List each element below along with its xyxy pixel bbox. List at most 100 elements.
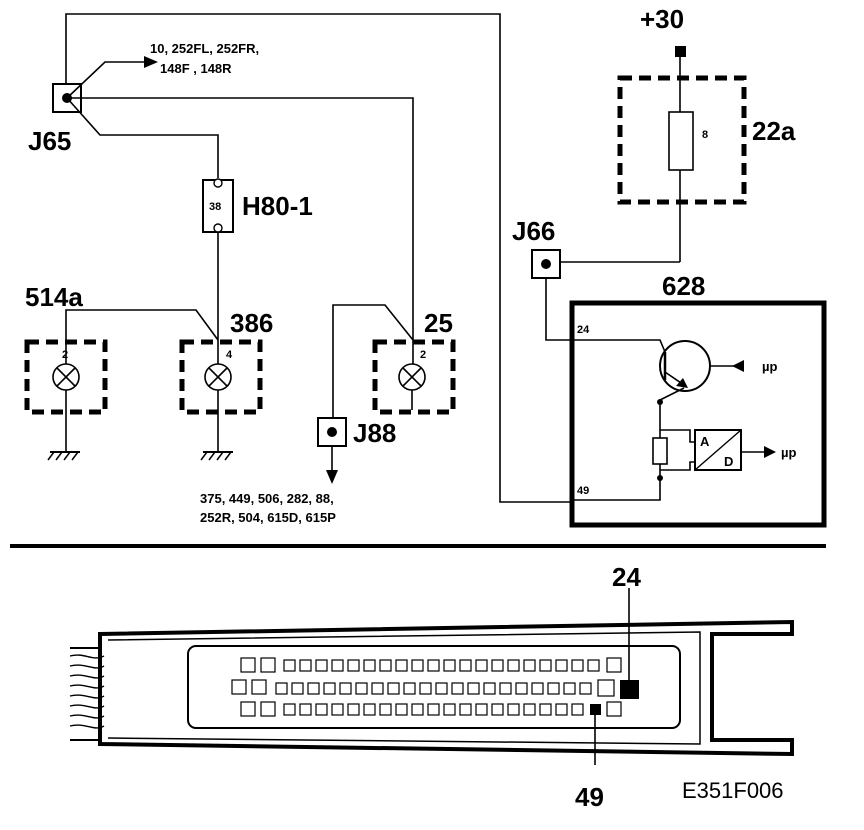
connector-pin — [606, 657, 622, 673]
connector-pin — [411, 703, 424, 716]
resistor-icon — [652, 437, 668, 465]
connector-pin — [475, 703, 488, 716]
connector-pin — [299, 659, 312, 672]
ground-icon — [47, 451, 80, 461]
connector-pin — [403, 682, 416, 695]
lamp-25-label: 25 — [424, 308, 453, 338]
connector-pin — [315, 659, 328, 672]
j66-label: J66 — [512, 216, 555, 246]
connector-pin — [323, 682, 336, 695]
connector-housing — [98, 619, 794, 757]
connector-pin — [523, 659, 536, 672]
connector-pin — [555, 659, 568, 672]
junction-j88: J88 — [317, 417, 396, 448]
wire-j65-to-ecu-49 — [65, 13, 574, 503]
connector-pin-49-label: 49 — [575, 782, 604, 812]
connector-pin — [299, 703, 312, 716]
connector-pin — [435, 682, 448, 695]
connector-pin — [379, 703, 392, 716]
connector-pin — [547, 682, 560, 695]
connector-pin — [347, 703, 360, 716]
connector-pin — [371, 682, 384, 695]
lamp-514a-label: 514a — [25, 282, 83, 312]
connector-pin — [331, 703, 344, 716]
j88-branch-line1: 375, 449, 506, 282, 88, — [200, 491, 334, 506]
ecu-mp-right: µp — [781, 445, 796, 460]
connector-pin — [291, 682, 304, 695]
connector-pin — [491, 703, 504, 716]
wire-j88-to-lamp-25 — [332, 304, 414, 420]
fuse-number: 8 — [702, 129, 708, 141]
connector-pin — [379, 659, 392, 672]
lamp-514a: 2 514a — [24, 282, 108, 415]
connector-pin — [597, 679, 615, 697]
wire-j65-branch — [66, 61, 150, 99]
lamp-386: 4 386 — [179, 308, 273, 415]
fuse-label: 22a — [752, 116, 796, 146]
junction-j66: J66 — [512, 216, 561, 279]
figure-id: E351F006 — [682, 778, 784, 803]
arrow-right-icon — [764, 446, 776, 458]
connector-pin — [347, 659, 360, 672]
lamp-514a-pin: 2 — [62, 349, 68, 361]
connector-pin — [363, 703, 376, 716]
connector-pin — [515, 682, 528, 695]
connector-pin — [240, 701, 256, 717]
connector-pin — [395, 659, 408, 672]
connector-view: 24 49 — [69, 562, 794, 812]
ground-icon — [200, 451, 233, 461]
connector-pin — [459, 659, 472, 672]
connector-h80-1: 38 H80-1 — [202, 178, 313, 233]
ad-label-a: A — [700, 434, 710, 449]
ecu-label: 628 — [662, 271, 705, 301]
connector-pin — [571, 703, 584, 716]
lamp-386-label: 386 — [230, 308, 273, 338]
arrow-down-icon — [326, 470, 338, 484]
lamp-25-pin: 2 — [420, 349, 426, 361]
j88-label: J88 — [353, 418, 396, 448]
ecu-mp-top: µp — [762, 359, 777, 374]
connector-pin — [315, 703, 328, 716]
arrow-left-icon — [732, 360, 744, 372]
connector-pin — [395, 703, 408, 716]
connector-pin — [531, 682, 544, 695]
j65-branch-line2: 148F , 148R — [160, 61, 232, 76]
connector-pin — [507, 659, 520, 672]
wire-514a-to-386 — [65, 309, 219, 365]
pin-49-marker — [590, 704, 601, 715]
j88-branch-line2: 252R, 504, 615D, 615P — [200, 510, 336, 525]
connector-pin — [363, 659, 376, 672]
connector-pin — [331, 659, 344, 672]
h80-pin: 38 — [209, 201, 221, 213]
connector-pin — [427, 703, 440, 716]
connector-pins — [231, 657, 622, 717]
connector-pin — [231, 679, 247, 695]
supply-label: +30 — [640, 4, 684, 34]
connector-pin — [555, 703, 568, 716]
wire-j65-to-lamp-25 — [67, 97, 414, 365]
connector-pin — [483, 682, 496, 695]
lamp-25: 2 25 — [372, 308, 456, 415]
connector-pin — [491, 659, 504, 672]
connector-pin — [387, 682, 400, 695]
arrow-right-icon — [144, 56, 158, 68]
connector-pin — [355, 682, 368, 695]
connector-pin — [499, 682, 512, 695]
connector-pin — [451, 682, 464, 695]
connector-pin — [275, 682, 288, 695]
h80-label: H80-1 — [242, 191, 313, 221]
connector-pin — [475, 659, 488, 672]
connector-pin — [260, 701, 276, 717]
fuse-box-22a: 8 22a — [617, 75, 796, 205]
connector-pin — [563, 682, 576, 695]
connector-pin — [307, 682, 320, 695]
connector-pin — [443, 659, 456, 672]
connector-pin — [283, 703, 296, 716]
connector-pin — [467, 682, 480, 695]
connector-pin — [606, 701, 622, 717]
wire-j66-to-ecu-24 — [545, 278, 630, 341]
ecu-628: 628 24 49 µp A D µp — [569, 271, 827, 528]
supply-terminal — [675, 46, 686, 57]
wire-j65-to-h80 — [66, 97, 219, 178]
